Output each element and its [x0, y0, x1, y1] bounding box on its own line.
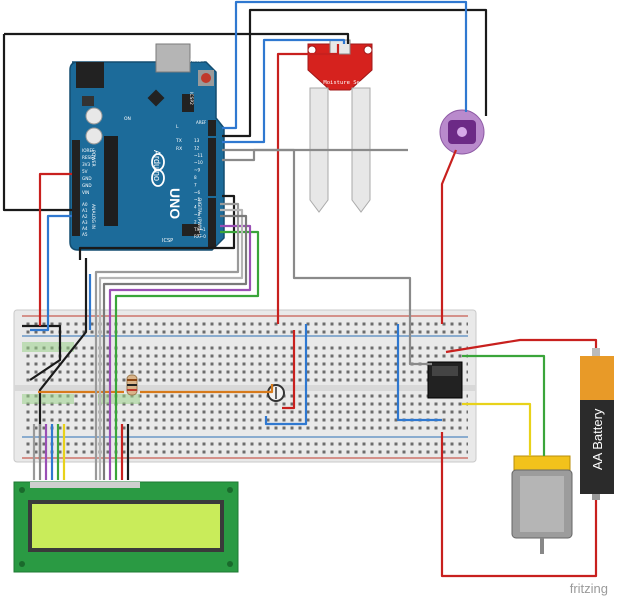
reset-label: RESET — [190, 58, 205, 64]
purple-led-icon — [439, 109, 485, 155]
digital-pin-label-13: RX←0 — [194, 234, 206, 239]
atmega-chip — [104, 136, 118, 226]
capacitor-1 — [85, 107, 103, 125]
analog-pin-label-4: A4 — [82, 226, 88, 231]
soil-sensor-label: Soil Moisture Sensor — [307, 80, 374, 86]
resistor-icon — [126, 374, 138, 396]
bottom-rail-1 — [22, 439, 468, 447]
digital-header-lower — [208, 198, 216, 248]
wire-5v — [38, 172, 72, 326]
terminal-strip-lower — [22, 394, 468, 434]
wire-battery-pos — [445, 338, 598, 354]
on-label: ON — [124, 116, 131, 122]
analog-pin-label-2: A2 — [82, 214, 88, 219]
wires — [2, 0, 598, 578]
l-label: L — [176, 124, 179, 130]
wire-gnd-loop — [2, 34, 72, 212]
analog-pin-label-3: A3 — [82, 220, 88, 225]
digital-pin-label-3: ~10 — [194, 160, 203, 165]
reset-button — [201, 73, 211, 83]
lcd-display — [13, 481, 239, 573]
power-jack — [76, 62, 104, 88]
analog-header-label: ANALOG IN — [90, 204, 96, 229]
arduino-uno-board: Arduino UNO ICSP ICSP2 RESET AREF L TX R… — [69, 43, 225, 251]
power-header-label: POWER — [90, 150, 96, 167]
digital-pin-label-4: ~9 — [194, 168, 201, 173]
power-pin-labels: IOREF RESET 3V3 5V GND GND VIN — [82, 148, 96, 195]
digital-pin-label-8: ~5 — [194, 197, 201, 202]
soil-moisture-sensor: Soil Moisture Sensor — [307, 39, 374, 213]
breadboard — [13, 309, 477, 463]
top-rail-2 — [22, 326, 468, 334]
power-pin-label-6: VIN — [82, 190, 89, 195]
icsp-header — [182, 224, 200, 236]
top-rail-1 — [22, 318, 468, 326]
icsp2-label: ICSP2 — [188, 92, 194, 105]
wire-relay-signal — [222, 148, 432, 366]
bottom-rail-2 — [22, 447, 468, 455]
fritzing-watermark: fritzing — [570, 581, 608, 596]
center-groove — [14, 385, 476, 391]
power-analog-header — [72, 140, 80, 236]
rx-label: RX — [176, 146, 182, 152]
power-pin-label-3: 5V — [82, 169, 88, 174]
arduino-brand-text: Arduino — [152, 150, 162, 181]
power-pin-label-5: GND — [82, 183, 92, 188]
digital-pin-label-10: ~3 — [194, 212, 201, 217]
capacitor-2 — [85, 127, 103, 145]
arduino-model-text: UNO — [167, 188, 183, 219]
usb-connector — [155, 43, 191, 73]
aa-battery-icon: AA Battery — [580, 348, 614, 500]
wire-motor-green — [462, 354, 546, 456]
aref-label: AREF — [196, 120, 207, 125]
digital-header-upper — [208, 138, 216, 196]
battery-label: AA Battery — [590, 408, 605, 470]
power-pin-label-1: RESET — [82, 155, 96, 160]
power-pin-label-2: 3V3 — [82, 162, 91, 167]
wire-battery-neg — [440, 432, 598, 578]
analog-pin-label-5: A5 — [82, 232, 88, 237]
digital-pin-label-0: 13 — [194, 138, 200, 143]
terminal-strip-upper — [22, 342, 468, 382]
digital-header-label: DIGITAL (PWM~) — [196, 198, 202, 236]
icsp-label: ICSP — [162, 238, 173, 244]
power-pin-label-0: IOREF — [82, 148, 95, 153]
power-pin-label-4: GND — [82, 176, 92, 181]
digital-pin-label-5: 8 — [194, 175, 197, 180]
digital-pin-label-12: TX→1 — [193, 227, 206, 232]
digital-pin-label-7: ~6 — [194, 190, 201, 195]
lcd-screen — [32, 504, 220, 548]
wire-led-signal — [222, 0, 468, 130]
wire-led-gnd — [222, 8, 488, 138]
wire-sensor-gnd — [4, 32, 350, 44]
analog-pin-label-0: A0 — [82, 202, 88, 207]
analog-pin-label-1: A1 — [82, 208, 88, 213]
wire-motor-yellow — [462, 402, 532, 456]
digital-pin-label-1: 12 — [194, 145, 200, 150]
digital-pin-label-11: 2 — [194, 219, 197, 224]
digital-pin-label-6: 7 — [194, 182, 197, 187]
wire-sensor-signal — [222, 38, 346, 144]
digital-pin-label-2: ~11 — [194, 153, 203, 158]
wire-sensor-vcc — [276, 44, 340, 324]
digital-pin-label-9: 4 — [194, 205, 197, 210]
dc-motor-icon — [511, 455, 573, 554]
tx-label: TX — [175, 138, 182, 144]
arduino-logo-icon — [151, 153, 165, 187]
digital-pin-labels: 13 12 ~11 ~10 ~9 8 7 ~6 ~5 4 ~3 2TX→1RX←0 — [193, 138, 206, 239]
relay-icon — [427, 361, 463, 399]
